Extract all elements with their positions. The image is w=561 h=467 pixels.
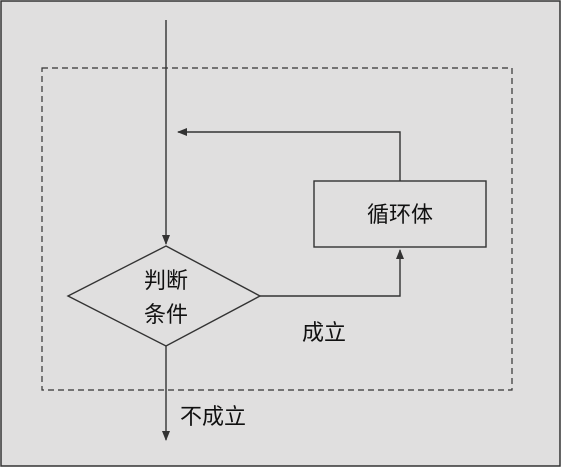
loop-boundary (41, 67, 513, 391)
loop-back-arrow (177, 128, 401, 181)
loop-body-label: 循环体 (367, 203, 433, 228)
condition-label-line1: 判断 (144, 269, 188, 294)
loop-body-box (313, 180, 487, 248)
true-branch-arrow (260, 249, 404, 297)
true-branch-label: 成立 (302, 321, 346, 346)
condition-label-line2: 条件 (144, 303, 188, 328)
false-branch-label: 不成立 (180, 405, 246, 430)
